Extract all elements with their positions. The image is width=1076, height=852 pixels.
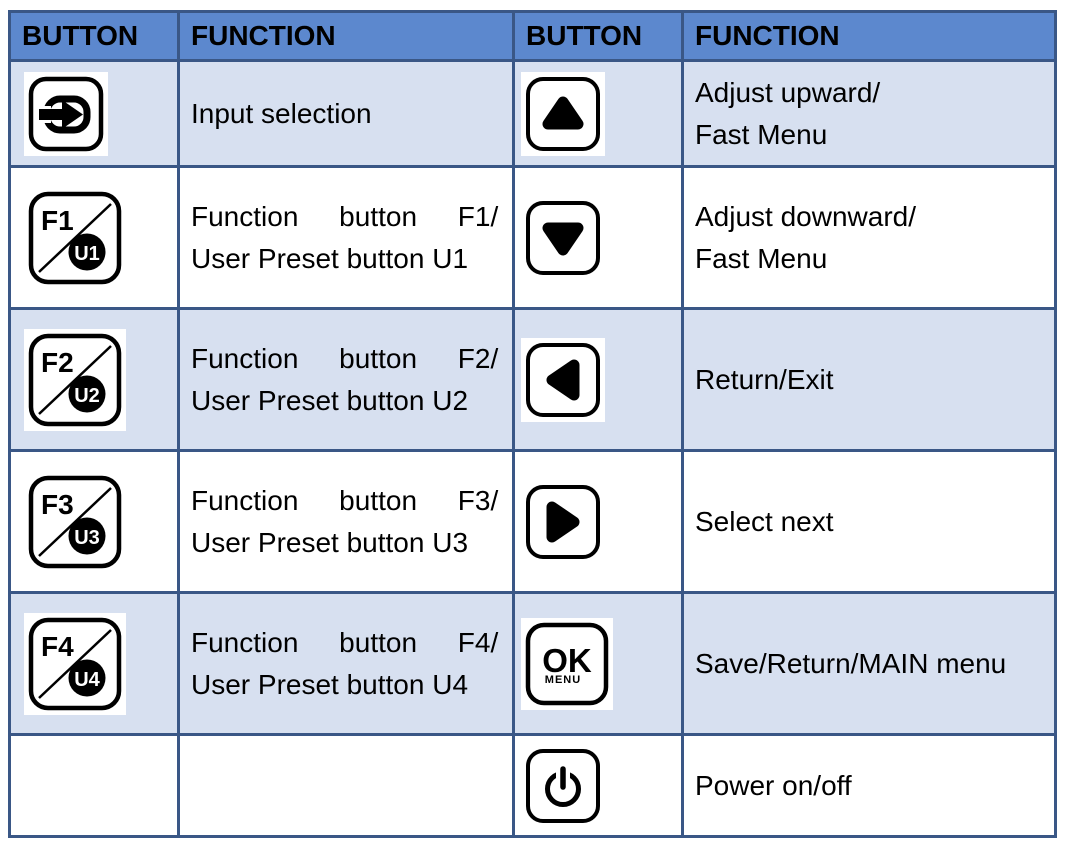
- header-function-right: FUNCTION: [681, 10, 1057, 62]
- function-cell: Function button F2/ User Preset button U…: [177, 307, 515, 452]
- header-button-left: BUTTON: [8, 10, 180, 62]
- function-cell: Select next: [681, 449, 1057, 594]
- function-text-line: Adjust downward/: [695, 200, 917, 232]
- button-cell: F2 U2: [8, 307, 180, 452]
- table-row: F3 U3 Function button F3/ User Preset bu…: [8, 449, 1057, 594]
- function-text-line: Function button F4/: [191, 626, 499, 658]
- arrow-left-icon: [521, 337, 605, 422]
- table-row: F4 U4 Function button F4/ User Preset bu…: [8, 591, 1057, 736]
- header-row: BUTTON FUNCTION BUTTON FUNCTION: [8, 10, 1057, 62]
- function-text-line: Adjust upward/: [695, 76, 881, 108]
- function-cell: Function button F1/ User Preset button U…: [177, 165, 515, 310]
- function-text-line: Function button F3/: [191, 484, 499, 516]
- button-cell: [512, 307, 684, 452]
- button-function-table: BUTTON FUNCTION BUTTON FUNCTION Input s: [8, 10, 1057, 838]
- function-text-line: Select next: [695, 505, 834, 537]
- function-cell: Save/Return/MAIN menu: [681, 591, 1057, 736]
- table-row: F1 U1 Function button F1/ User Preset bu…: [8, 165, 1057, 310]
- u1-label: U1: [74, 243, 100, 265]
- ok-menu-button-icon: OK MENU: [521, 617, 613, 710]
- button-cell: OK MENU: [512, 591, 684, 736]
- menu-label: MENU: [545, 674, 581, 686]
- header-button-right: BUTTON: [512, 10, 684, 62]
- function-text-line: Function button F2/: [191, 342, 499, 374]
- button-cell: [8, 59, 180, 168]
- f2-u2-button-icon: F2 U2: [24, 328, 126, 431]
- f1-u1-button-icon: F1 U1: [24, 186, 126, 289]
- function-text-line: User Preset button U2: [191, 384, 469, 416]
- function-cell: Adjust upward/ Fast Menu: [681, 59, 1057, 168]
- function-text-line: Return/Exit: [695, 363, 834, 395]
- u3-label: U3: [74, 527, 100, 549]
- button-cell: [512, 449, 684, 594]
- function-text-line: Save/Return/MAIN menu: [695, 647, 1007, 679]
- function-cell: Function button F4/ User Preset button U…: [177, 591, 515, 736]
- button-cell: F1 U1: [8, 165, 180, 310]
- arrow-right-icon: [521, 479, 605, 564]
- f4-u4-button-icon: F4 U4: [24, 612, 126, 715]
- f4-label: F4: [41, 631, 74, 662]
- function-text-line: User Preset button U1: [191, 242, 469, 274]
- empty-button-cell: [8, 733, 180, 838]
- f3-label: F3: [41, 489, 74, 520]
- input-select-icon: [24, 71, 108, 156]
- u4-label: U4: [74, 669, 100, 691]
- table-row: Power on/off: [8, 733, 1057, 838]
- function-cell: Input selection: [177, 59, 515, 168]
- function-text-line: Input selection: [191, 97, 372, 129]
- header-function-left: FUNCTION: [177, 10, 515, 62]
- ok-label: OK: [542, 642, 592, 679]
- button-cell: [512, 733, 684, 838]
- function-text-line: Fast Menu: [695, 242, 828, 274]
- button-cell: [512, 165, 684, 310]
- arrow-down-icon: [521, 195, 605, 280]
- empty-function-cell: [177, 733, 515, 838]
- function-text-line: User Preset button U3: [191, 526, 469, 558]
- arrow-up-icon: [521, 71, 605, 156]
- button-cell: F4 U4: [8, 591, 180, 736]
- f2-label: F2: [41, 347, 74, 378]
- function-cell: Power on/off: [681, 733, 1057, 838]
- table-row: Input selection Adjust upward/ Fast Menu: [8, 59, 1057, 168]
- table-row: F2 U2 Function button F2/ User Preset bu…: [8, 307, 1057, 452]
- function-cell: Function button F3/ User Preset button U…: [177, 449, 515, 594]
- f3-u3-button-icon: F3 U3: [24, 470, 126, 573]
- button-cell: F3 U3: [8, 449, 180, 594]
- function-cell: Adjust downward/ Fast Menu: [681, 165, 1057, 310]
- function-text-line: User Preset button U4: [191, 668, 469, 700]
- button-cell: [512, 59, 684, 168]
- f1-label: F1: [41, 205, 74, 236]
- function-text-line: Fast Menu: [695, 118, 828, 150]
- function-cell: Return/Exit: [681, 307, 1057, 452]
- function-text-line: Power on/off: [695, 769, 852, 801]
- function-text-line: Function button F1/: [191, 200, 499, 232]
- power-button-icon: [521, 743, 605, 828]
- u2-label: U2: [74, 385, 100, 407]
